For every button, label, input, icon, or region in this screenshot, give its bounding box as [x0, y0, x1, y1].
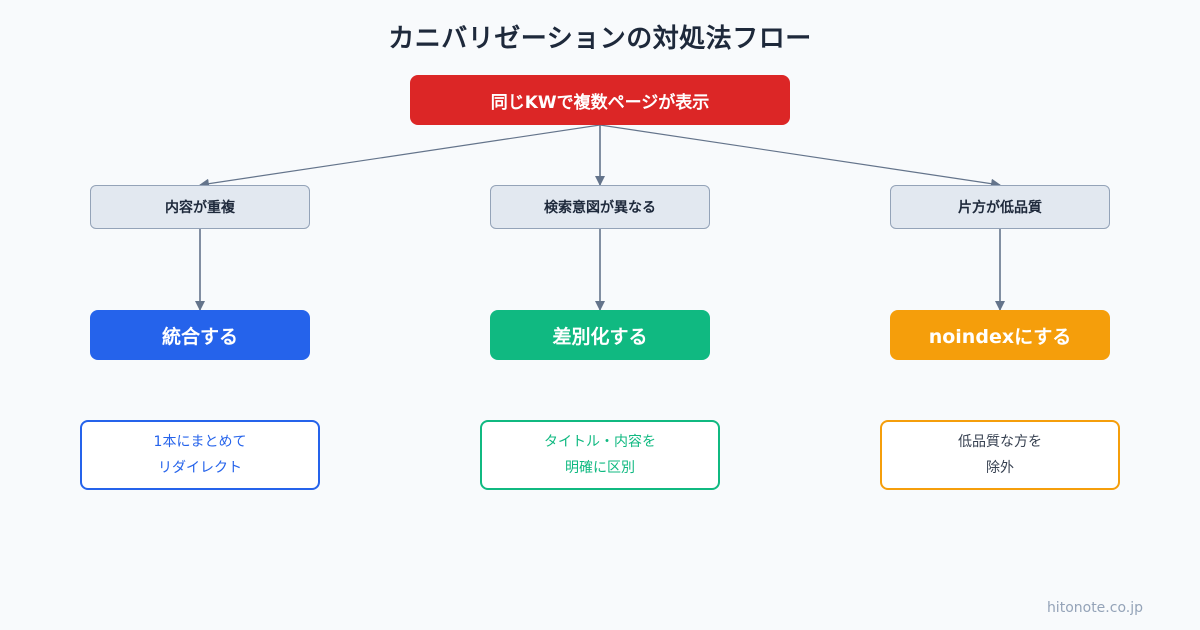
condition-label: 片方が低品質: [958, 200, 1042, 216]
connector-root-to-cond-3: [599, 124, 1001, 189]
action-node-differentiate: 差別化する: [490, 310, 710, 360]
note-box-noindex: 低品質な方を 除外: [880, 420, 1120, 490]
note-line: タイトル・内容を: [544, 434, 656, 450]
watermark: hitonote.co.jp: [1046, 600, 1143, 616]
note-line: 1本にまとめて: [153, 434, 247, 450]
condition-node-intent: 検索意図が異なる: [490, 185, 710, 229]
note-line: 除外: [986, 460, 1014, 476]
condition-label: 内容が重複: [165, 200, 235, 216]
condition-node-low-quality: 片方が低品質: [890, 185, 1110, 229]
condition-node-duplicate: 内容が重複: [90, 185, 310, 229]
condition-label: 検索意図が異なる: [544, 200, 656, 216]
connector-root-to-cond-1: [199, 124, 601, 189]
action-label: 統合する: [161, 325, 238, 348]
note-line: リダイレクト: [158, 460, 242, 476]
note-line: 低品質な方を: [958, 434, 1042, 450]
action-label: noindexにする: [928, 325, 1072, 348]
action-node-merge: 統合する: [90, 310, 310, 360]
action-label: 差別化する: [552, 325, 648, 348]
root-label: 同じKWで複数ページが表示: [490, 92, 710, 113]
note-box-merge: 1本にまとめて リダイレクト: [80, 420, 320, 490]
action-node-noindex: noindexにする: [890, 310, 1110, 360]
note-line: 明確に区別: [565, 460, 635, 476]
root-node: 同じKWで複数ページが表示: [410, 75, 790, 125]
diagram-title: カニバリゼーションの対処法フロー: [388, 24, 812, 54]
note-box-differentiate: タイトル・内容を 明確に区別: [480, 420, 720, 490]
